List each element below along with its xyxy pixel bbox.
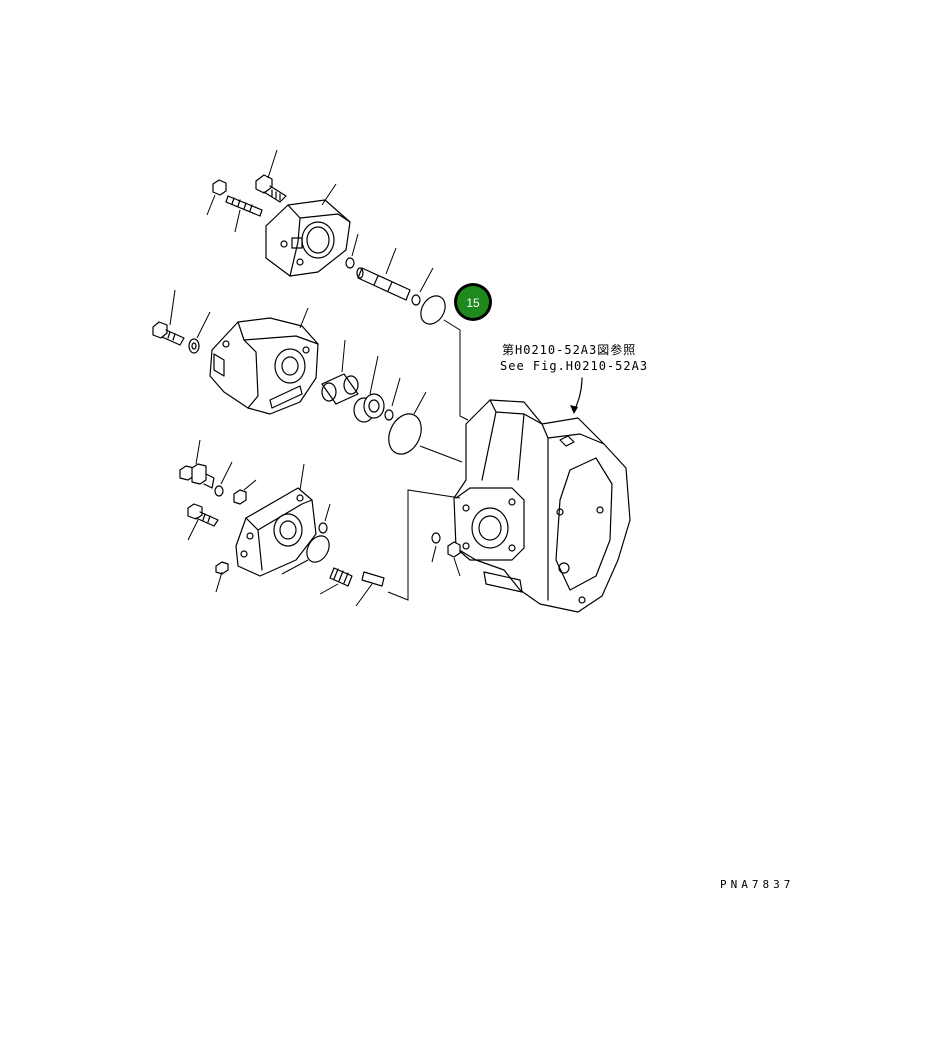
- o-ring-small-6: [431, 532, 441, 563]
- bushing: [321, 339, 359, 405]
- bolt-bottom: [187, 503, 219, 541]
- o-ring-small-1: [345, 233, 359, 269]
- o-ring-small-2: [411, 267, 434, 306]
- shaft: [356, 247, 411, 301]
- top-flange-assembly: [206, 149, 450, 329]
- fitting: [179, 439, 215, 489]
- middle-pump-assembly: [152, 289, 427, 455]
- callout-15[interactable]: 15: [454, 283, 492, 321]
- pump-body: [209, 307, 319, 415]
- o-ring-large-2: [281, 535, 330, 575]
- bearing: [353, 355, 385, 423]
- plug: [233, 479, 257, 505]
- reference-jp: 第H0210-52A3図参照: [502, 342, 636, 357]
- plug-housing: [447, 541, 461, 577]
- flange-block: [265, 183, 351, 277]
- drawing-number: PNA7837: [720, 878, 795, 891]
- pin: [355, 571, 385, 607]
- arrow-head-icon: [570, 405, 578, 414]
- reference-note: 第H0210-52A3図参照 See Fig.H0210-52A3: [500, 342, 648, 414]
- reference-en: See Fig.H0210-52A3: [500, 359, 648, 373]
- o-ring-large-1: [388, 391, 427, 455]
- assembly-lines: [387, 319, 469, 601]
- stud-top: [225, 195, 263, 233]
- cover: [235, 463, 317, 577]
- o-ring-small-3: [384, 377, 401, 421]
- bolt-middle: [152, 289, 185, 346]
- o-ring-part-15[interactable]: [416, 292, 450, 329]
- spline-shaft: [319, 567, 353, 595]
- washer-middle: [188, 311, 211, 354]
- nut-top: [206, 179, 227, 216]
- bolt-top: [255, 149, 287, 203]
- plug-small: [215, 561, 229, 593]
- pump-housing: [453, 399, 631, 613]
- callout-15-label: 15: [466, 296, 480, 310]
- o-ring-small-4: [214, 461, 233, 497]
- bottom-cover-assembly: [179, 439, 385, 607]
- o-ring-small-5: [318, 503, 331, 534]
